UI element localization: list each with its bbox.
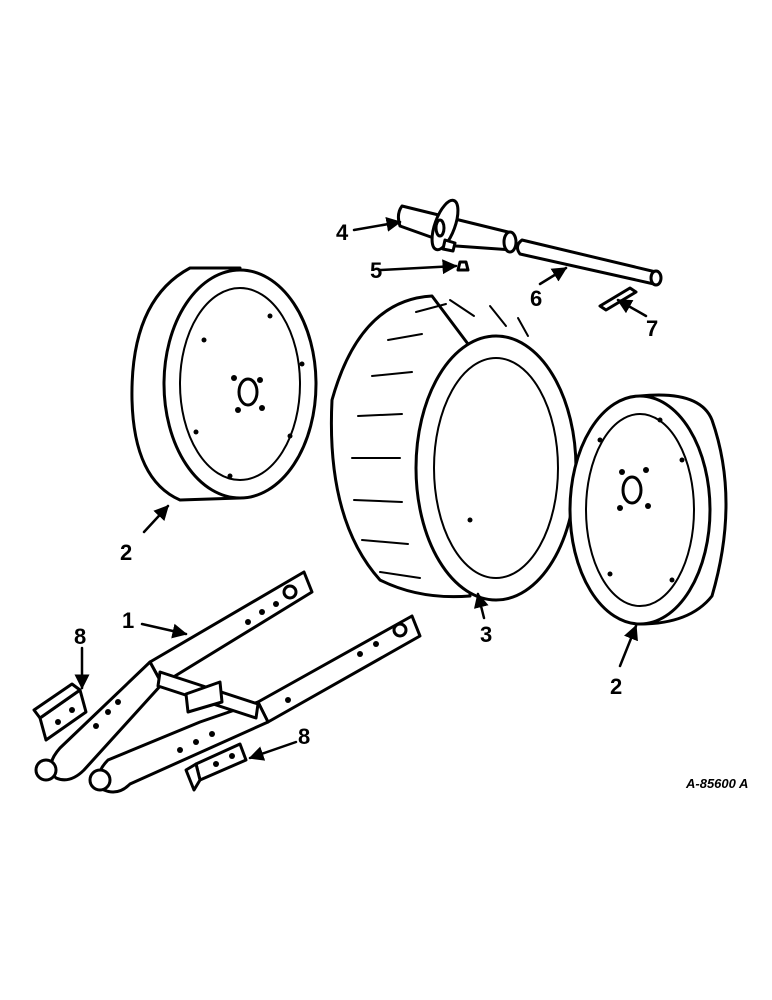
leader-line-4 <box>352 216 402 232</box>
wheel-right-part <box>568 393 728 626</box>
axle-shaft-part <box>515 238 663 287</box>
callout-6: 6 <box>530 286 542 311</box>
leader-line-2-right <box>618 624 638 668</box>
drawing-number: A-85600 A <box>685 776 748 791</box>
leader-line-2-left <box>142 504 170 534</box>
callout-2-left: 2 <box>120 540 132 565</box>
callout-2-right: 2 <box>610 674 622 699</box>
leader-line-6 <box>538 266 568 286</box>
leader-line-1 <box>140 622 188 639</box>
callout-3: 3 <box>480 622 492 647</box>
callout-5: 5 <box>370 258 382 283</box>
wheel-left-part <box>130 266 318 502</box>
callout-8-bottom: 8 <box>298 724 310 749</box>
callout-1: 1 <box>122 608 134 633</box>
callout-8-left: 8 <box>74 624 86 649</box>
leader-line-5 <box>378 259 458 275</box>
set-screw-part <box>456 260 470 272</box>
bracket-left-part <box>32 682 88 742</box>
callout-7: 7 <box>646 316 658 341</box>
bracket-bottom-part <box>184 742 248 792</box>
leader-line-8-bottom <box>248 740 298 761</box>
frame-part <box>34 570 422 794</box>
spindle-hub-part <box>396 198 518 254</box>
callout-4: 4 <box>336 220 349 245</box>
leader-line-7 <box>616 298 648 318</box>
tire-part <box>329 294 578 602</box>
leader-line-3 <box>473 592 489 620</box>
